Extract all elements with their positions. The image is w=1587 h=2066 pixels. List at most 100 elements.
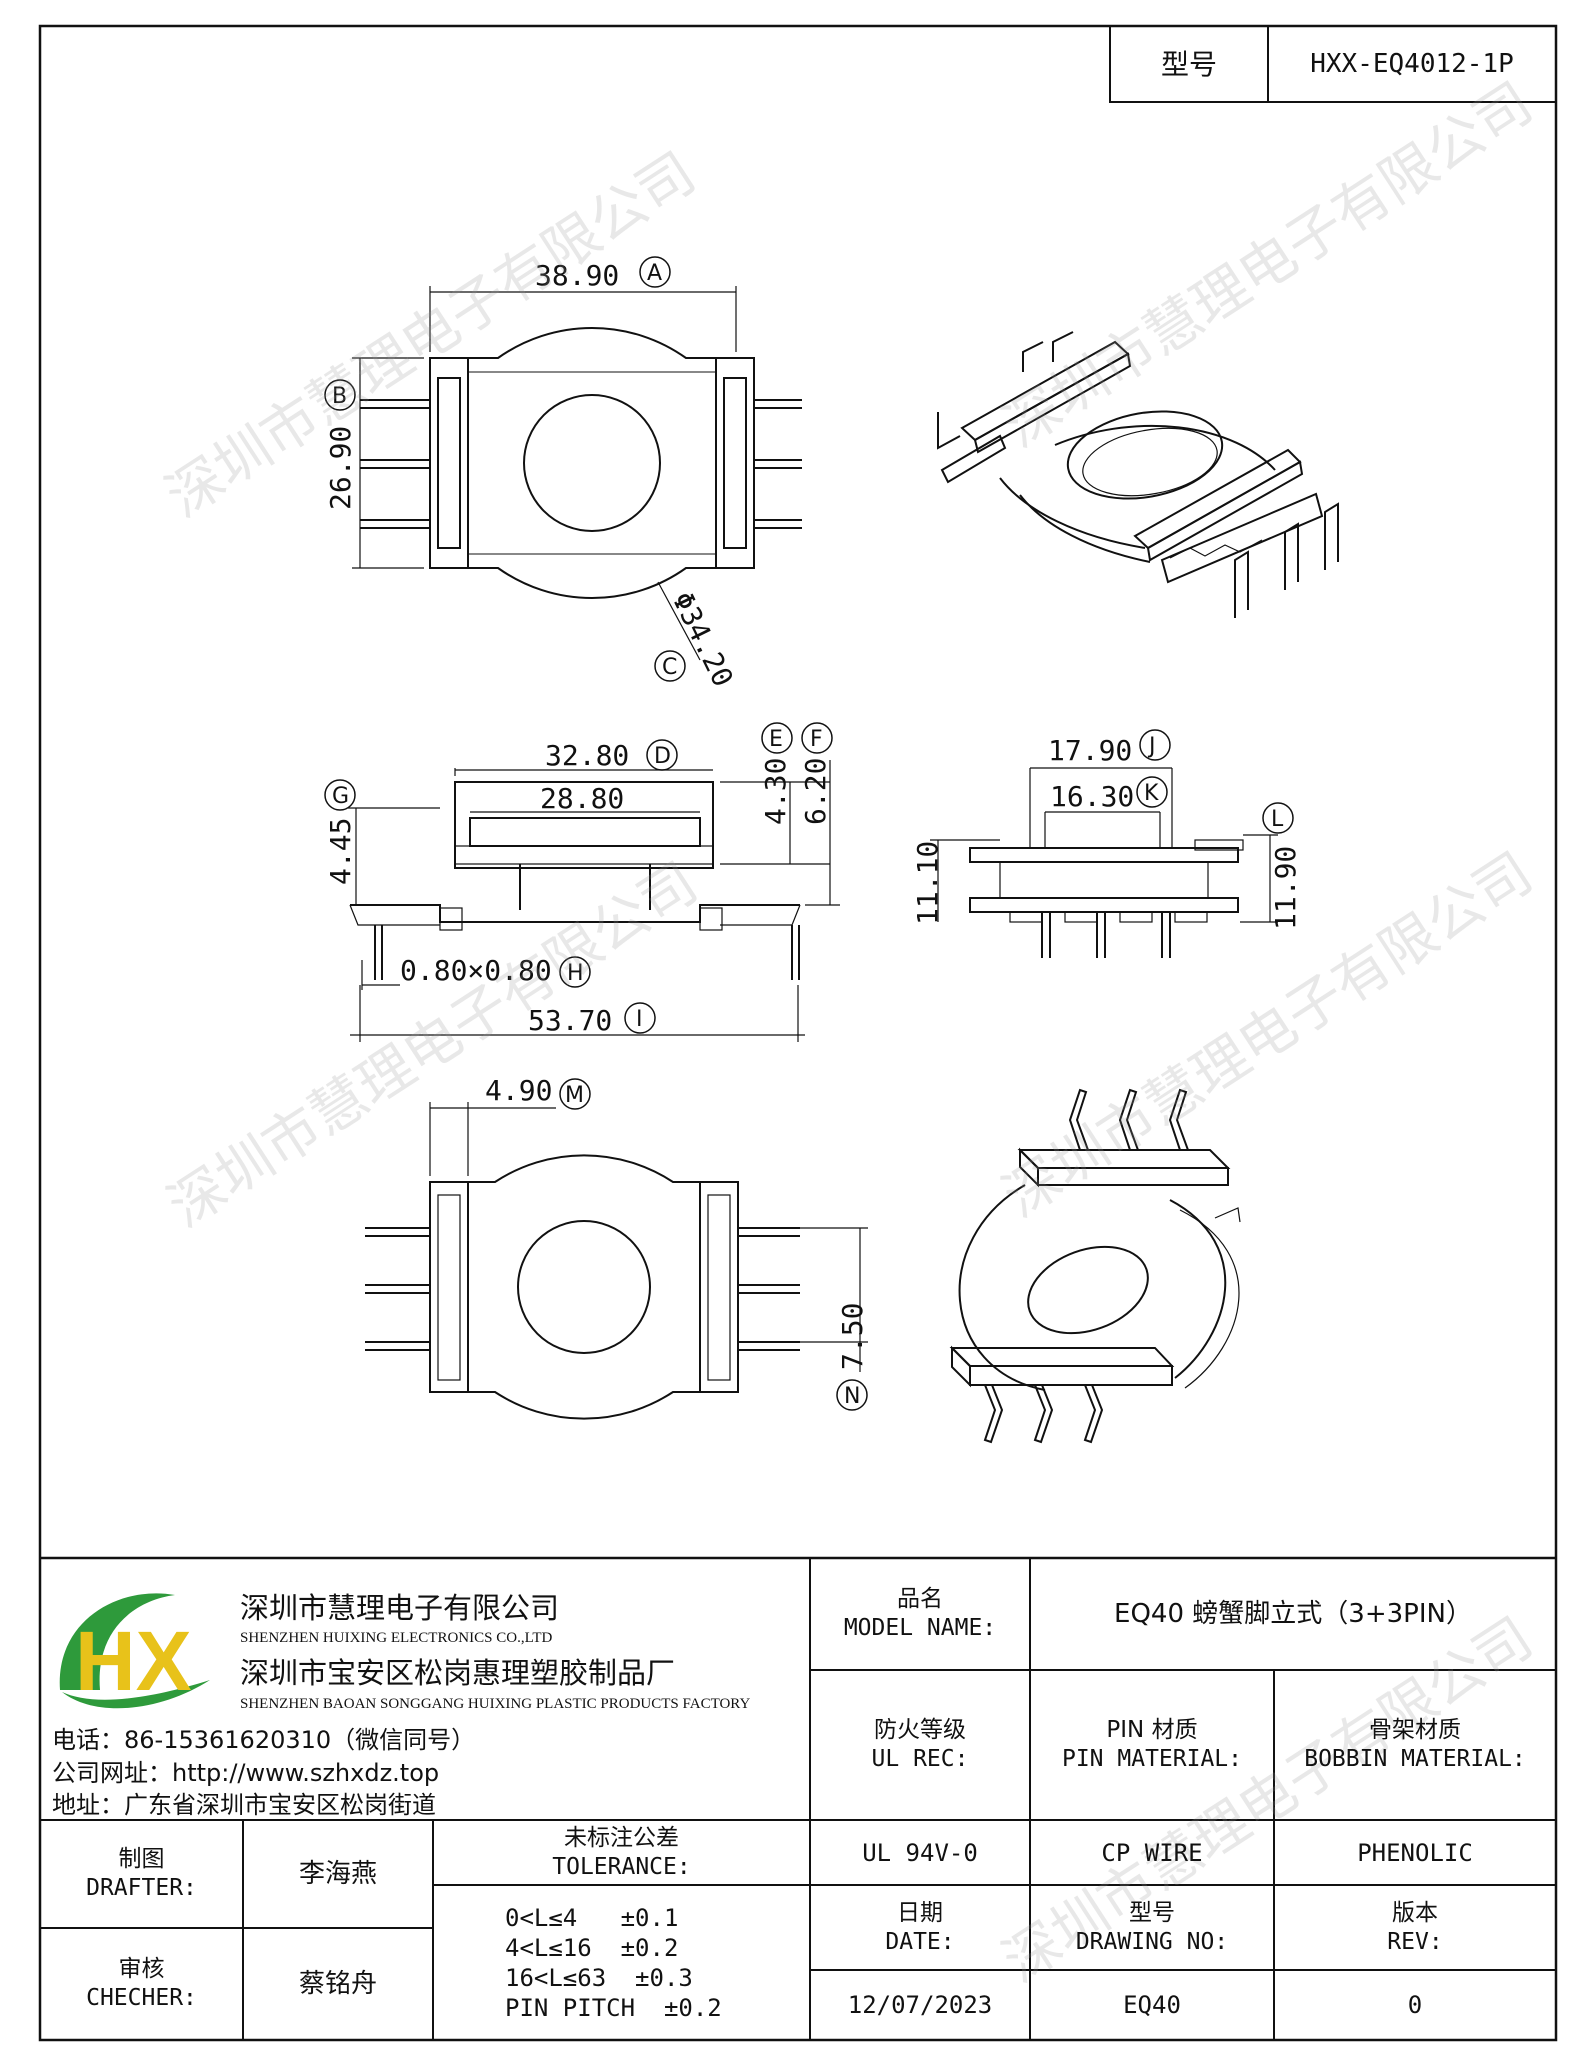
- svg-text:I: I: [636, 1007, 643, 1032]
- pin-material-cn: PIN 材质: [1106, 1717, 1198, 1744]
- bobbin-material-cn: 骨架材质: [1369, 1717, 1461, 1744]
- pin-material-value: CP WIRE: [1101, 1838, 1203, 1867]
- rev-header: 版本 REV:: [1274, 1885, 1556, 1970]
- marker-f: F: [801, 722, 833, 754]
- company-name-1: 深圳市慧理电子有限公司: [240, 1591, 560, 1625]
- dim-i-label: 53.70: [528, 1004, 612, 1037]
- ul-rec-cn: 防火等级: [874, 1717, 966, 1744]
- marker-a: A: [639, 256, 671, 288]
- drawing-no-header: 型号 DRAWING NO:: [1030, 1885, 1274, 1970]
- marker-h: H: [559, 956, 591, 988]
- dim-g-label: 4.45: [324, 818, 357, 885]
- drafter-header: 制图 DRAFTER:: [40, 1820, 243, 1928]
- rev-value: 0: [1407, 1991, 1423, 2019]
- model-name-en: MODEL NAME:: [843, 1615, 997, 1641]
- iso-view-2: [949, 1088, 1241, 1444]
- dim-d-inner-label: 28.80: [540, 782, 624, 815]
- dim-j-label: 17.90: [1048, 734, 1132, 767]
- dim-k-label: 16.30: [1050, 780, 1134, 813]
- checker-header: 审核 CHECHER:: [40, 1928, 243, 2040]
- title-block-grid: [40, 1558, 1556, 2040]
- date-header: 日期 DATE:: [810, 1885, 1030, 1970]
- marker-k: K: [1136, 776, 1168, 808]
- marker-j: J: [1139, 729, 1171, 761]
- marker-d: D: [646, 739, 678, 771]
- company-website: 公司网址：http://www.szhxdz.top: [52, 1759, 440, 1787]
- pin-material-en: PIN MATERIAL:: [1061, 1746, 1242, 1772]
- svg-text:K: K: [1144, 781, 1159, 806]
- model-box: [1109, 25, 1557, 103]
- drawing-no-cn: 型号: [1129, 1899, 1175, 1926]
- dim-h-label: 0.80×0.80: [400, 954, 552, 987]
- marker-n: N: [836, 1379, 868, 1411]
- model-label: 型号: [1160, 47, 1217, 81]
- svg-text:M: M: [565, 1083, 584, 1108]
- dim-m-label: 4.90: [485, 1074, 552, 1107]
- company-logo: HX: [59, 1593, 210, 1709]
- company-address: 地址：广东省深圳市宝安区松岗街道: [52, 1791, 436, 1819]
- drawing-no-en: DRAWING NO:: [1075, 1928, 1229, 1955]
- drafter-cn: 制图: [118, 1846, 165, 1873]
- marker-c: C: [654, 650, 686, 682]
- dim-e-label: 4.30: [759, 758, 792, 825]
- bobbin-material-en: BOBBIN MATERIAL:: [1304, 1746, 1526, 1772]
- pin-material-header: PIN 材质 PIN MATERIAL:: [1030, 1670, 1274, 1820]
- marker-b: B: [324, 379, 356, 411]
- date-cn: 日期: [897, 1899, 943, 1926]
- tolerance-line: 4<L≤16 ±0.2: [505, 1933, 679, 1962]
- svg-text:J: J: [1147, 734, 1156, 759]
- tolerance-cn: 未标注公差: [564, 1824, 679, 1851]
- svg-text:H: H: [567, 961, 584, 986]
- svg-text:E: E: [769, 727, 783, 752]
- ul-rec-value: UL 94V-0: [862, 1838, 978, 1867]
- marker-e: E: [761, 722, 793, 754]
- date-en: DATE:: [885, 1928, 955, 1955]
- marker-m: M: [559, 1078, 591, 1110]
- marker-i: I: [624, 1002, 656, 1034]
- top-view: [352, 286, 802, 661]
- side-view: [930, 767, 1278, 958]
- svg-text:A: A: [647, 261, 662, 286]
- front-view: [348, 760, 840, 1042]
- tolerance-header: 未标注公差 TOLERANCE:: [433, 1820, 810, 1885]
- checker-value: 蔡铭舟: [298, 1968, 377, 1999]
- model-value: HXX-EQ4012-1P: [1310, 48, 1514, 79]
- company-en-1: SHENZHEN HUIXING ELECTRONICS CO.,LTD: [240, 1630, 553, 1646]
- svg-text:N: N: [844, 1384, 860, 1409]
- company-en-2: SHENZHEN BAOAN SONGGANG HUIXING PLASTIC …: [240, 1696, 751, 1712]
- dim-side-height-label: 11.10: [911, 841, 944, 925]
- svg-text:F: F: [810, 727, 823, 752]
- model-name-header: 品名 MODEL NAME:: [810, 1558, 1030, 1670]
- svg-text:B: B: [332, 384, 347, 409]
- dim-b-label: 26.90: [324, 426, 357, 510]
- tolerance-line: 16<L≤63 ±0.3: [505, 1963, 693, 1992]
- bobbin-material-value: PHENOLIC: [1357, 1838, 1473, 1867]
- tolerance-line: PIN PITCH ±0.2: [505, 1993, 722, 2022]
- tolerance-line: 0<L≤4 ±0.1: [505, 1903, 679, 1932]
- outer-frame: [38, 24, 1558, 2042]
- checker-en: CHECHER:: [86, 1985, 197, 2011]
- marker-l: L: [1262, 802, 1294, 834]
- model-name-cn: 品名: [897, 1586, 943, 1613]
- drafter-en: DRAFTER:: [86, 1875, 197, 1901]
- model-name-value: EQ40 螃蟹脚立式（3+3PIN）: [1114, 1598, 1472, 1629]
- marker-g: G: [324, 779, 356, 811]
- dim-n-label: 7.50: [836, 1303, 869, 1370]
- iso-view-1: [937, 331, 1339, 618]
- tolerance-values: 0<L≤4 ±0.1 4<L≤16 ±0.2 16<L≤63 ±0.3 PIN …: [433, 1885, 810, 2040]
- drafter-value: 李海燕: [298, 1858, 377, 1889]
- company-phone: 电话：86-15361620310（微信同号）: [52, 1726, 476, 1754]
- svg-text:C: C: [662, 655, 677, 680]
- date-value: 12/07/2023: [847, 1991, 993, 2019]
- svg-text:G: G: [332, 784, 349, 809]
- checker-cn: 审核: [118, 1956, 165, 1983]
- rev-en: REV:: [1387, 1928, 1443, 1955]
- dim-d-label: 32.80: [545, 739, 629, 772]
- dim-a-label: 38.90: [535, 259, 619, 292]
- svg-text:L: L: [1271, 807, 1284, 832]
- svg-text:D: D: [654, 744, 671, 769]
- ul-rec-header: 防火等级 UL REC:: [810, 1670, 1030, 1820]
- company-name-2: 深圳市宝安区松岗惠理塑胶制品厂: [240, 1656, 676, 1690]
- tolerance-en: TOLERANCE:: [552, 1853, 691, 1880]
